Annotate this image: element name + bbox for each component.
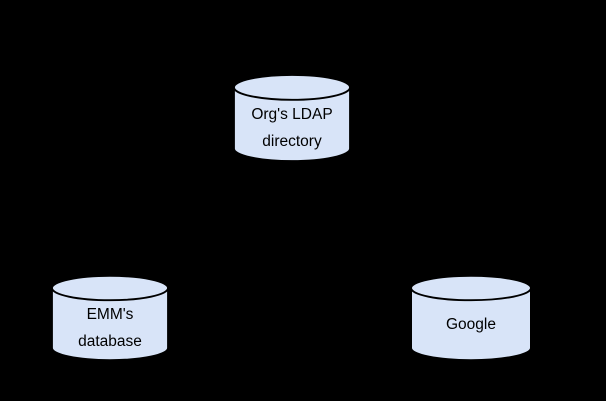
database-cylinder-icon: [232, 73, 352, 163]
cylinder-lid-arc: [410, 287, 532, 302]
node-org-ldap-directory: Org's LDAP directory: [232, 73, 352, 163]
database-cylinder-icon: [410, 274, 532, 362]
cylinder-body: [50, 274, 170, 362]
database-cylinder-icon: [50, 274, 170, 362]
cylinder-lid-arc: [232, 87, 352, 101]
node-emm-database: EMM's database: [50, 274, 170, 362]
node-google: Google: [409, 274, 533, 362]
cylinder-body: [232, 73, 352, 163]
cylinder-lid-arc: [50, 287, 170, 302]
cylinder-body: [410, 274, 532, 362]
